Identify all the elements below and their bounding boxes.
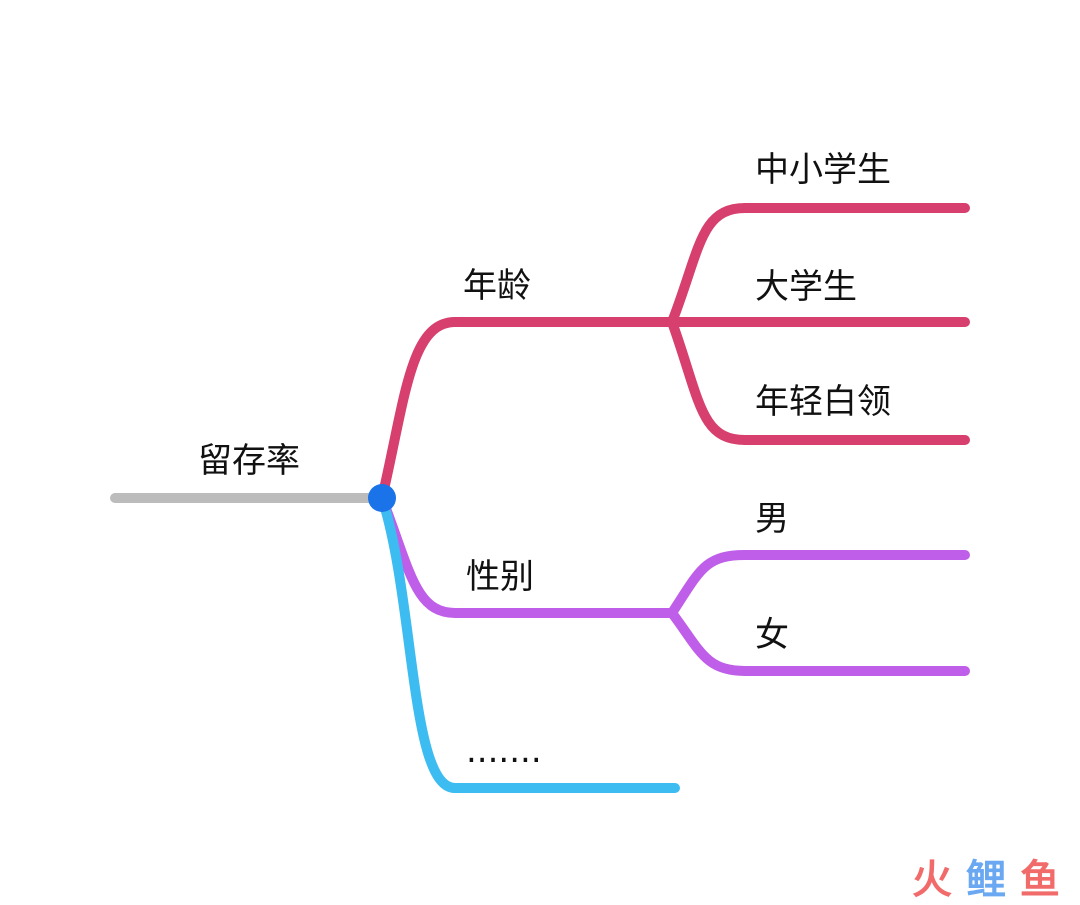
branch-more-label: ....... [466,731,542,771]
watermark-char-fire: 火 [912,857,952,903]
root-label: 留存率 [198,441,300,481]
leaf-primary-school-line [667,203,970,327]
leaf-young-white-collar-label: 年轻白领 [755,382,891,422]
leaf-male-line [667,550,970,618]
leaf-primary-school-label: 中小学生 [755,150,891,190]
leaf-young-white-collar-line [667,317,970,445]
watermark-char-fish: 鱼 [1020,857,1060,903]
watermark-char-carp: 鲤 [966,857,1006,903]
leaf-male-label: 男 [755,499,789,539]
branch-gender-label: 性别 [466,557,534,597]
root-hub-node [368,484,396,512]
leaf-university-label: 大学生 [755,267,857,307]
branch-age-label: 年龄 [463,266,531,306]
leaf-female-label: 女 [755,615,789,655]
branch-more-line [377,493,680,793]
branch-age-line [377,317,677,503]
watermark-logo: 火 鲤 鱼 [912,857,1060,903]
leaf-female-line [667,608,970,676]
